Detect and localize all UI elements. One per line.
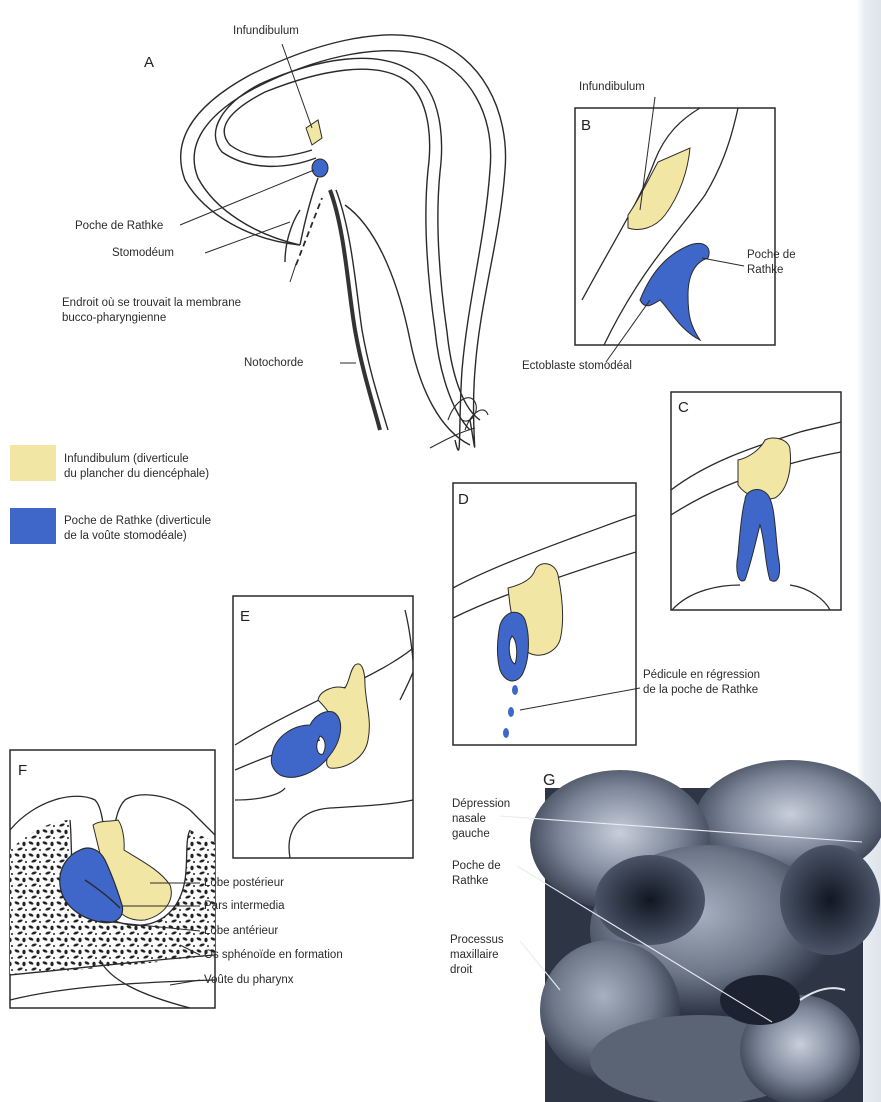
label-infundibulum-a: Infundibulum	[233, 24, 299, 39]
panel-g-letter: G	[543, 773, 555, 789]
label-processus-maxillaire: Processus maxillaire droit	[450, 933, 504, 978]
legend-swatch-rathke	[10, 508, 56, 544]
label-stomodeum: Stomodéum	[112, 246, 174, 261]
label-voute-pharynx: Voûte du pharynx	[204, 973, 294, 988]
panel-d-letter: D	[458, 492, 469, 508]
panel-a-drawing	[181, 35, 506, 450]
panel-f-letter: F	[18, 763, 27, 779]
panel-c-drawing	[671, 392, 841, 610]
label-depression-nasale: Dépression nasale gauche	[452, 797, 510, 842]
label-ectoblaste-stomodeal: Ectoblaste stomodéal	[522, 359, 632, 374]
label-pedicule-regression: Pédicule en régression de la poche de Ra…	[643, 668, 760, 698]
panel-c-letter: C	[678, 400, 689, 416]
panel-b-letter: B	[581, 118, 591, 134]
label-pars-intermedia: Pars intermedia	[204, 899, 285, 914]
legend-swatch-infundibulum	[10, 445, 56, 481]
label-poche-rathke-g: Poche de Rathke	[452, 859, 501, 889]
panel-e-drawing	[233, 596, 413, 858]
panel-g-micrograph	[500, 760, 881, 1102]
panel-d-drawing	[453, 483, 640, 745]
label-os-sphenoide: Os sphénoïde en formation	[204, 948, 343, 963]
panel-b-drawing	[575, 97, 775, 362]
panel-e-letter: E	[240, 609, 250, 625]
legend-rathke-text: Poche de Rathke (diverticule de la voûte…	[64, 514, 211, 544]
label-lobe-posterieur: Lobe postérieur	[204, 876, 284, 891]
legend-infundibulum-text: Infundibulum (diverticule du plancher du…	[64, 452, 209, 482]
panel-f-drawing	[10, 750, 215, 1008]
label-notochorde: Notochorde	[244, 356, 303, 371]
label-poche-rathke-a: Poche de Rathke	[75, 219, 163, 234]
label-infundibulum-b: Infundibulum	[579, 80, 645, 95]
label-poche-rathke-b: Poche de Rathke	[747, 248, 796, 278]
label-membrane-bucco-pharyngienne: Endroit où se trouvait la membrane bucco…	[62, 296, 241, 326]
panel-a-letter: A	[144, 55, 154, 71]
label-lobe-anterieur: Lobe antérieur	[204, 924, 278, 939]
